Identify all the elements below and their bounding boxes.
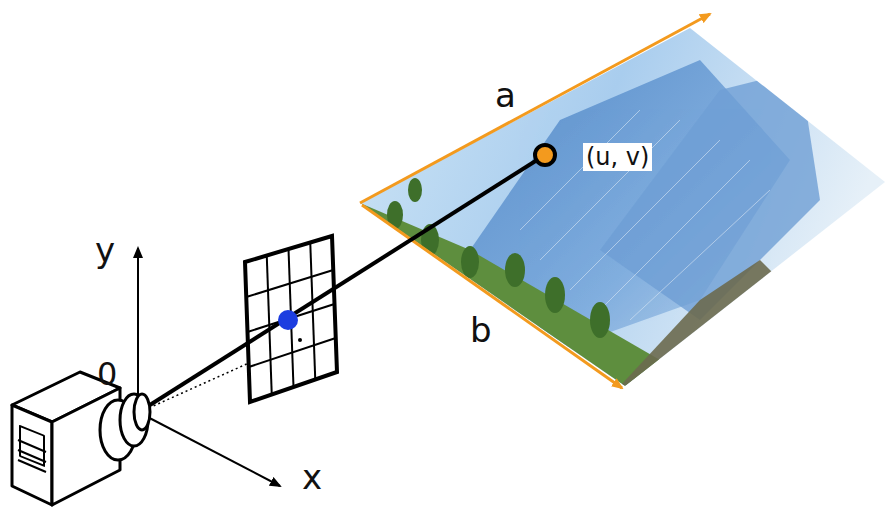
- axis-a: [360, 14, 710, 203]
- axis-label: y: [95, 233, 115, 267]
- camera-icon: [12, 372, 150, 505]
- ray: [142, 155, 545, 410]
- edge-label: b: [470, 313, 492, 347]
- y-axis: [137, 248, 139, 412]
- origin-label: 0: [97, 358, 117, 390]
- image-plane-texture: [350, 20, 885, 400]
- x-axis: [138, 412, 280, 486]
- point-label: (u, v): [583, 143, 652, 171]
- plane-point: [535, 145, 555, 165]
- axis-b: [362, 205, 622, 388]
- edge-label: a: [495, 78, 516, 112]
- pixel-point: [278, 310, 298, 330]
- pixel-grid: [245, 236, 337, 402]
- axis-label: x: [302, 460, 322, 494]
